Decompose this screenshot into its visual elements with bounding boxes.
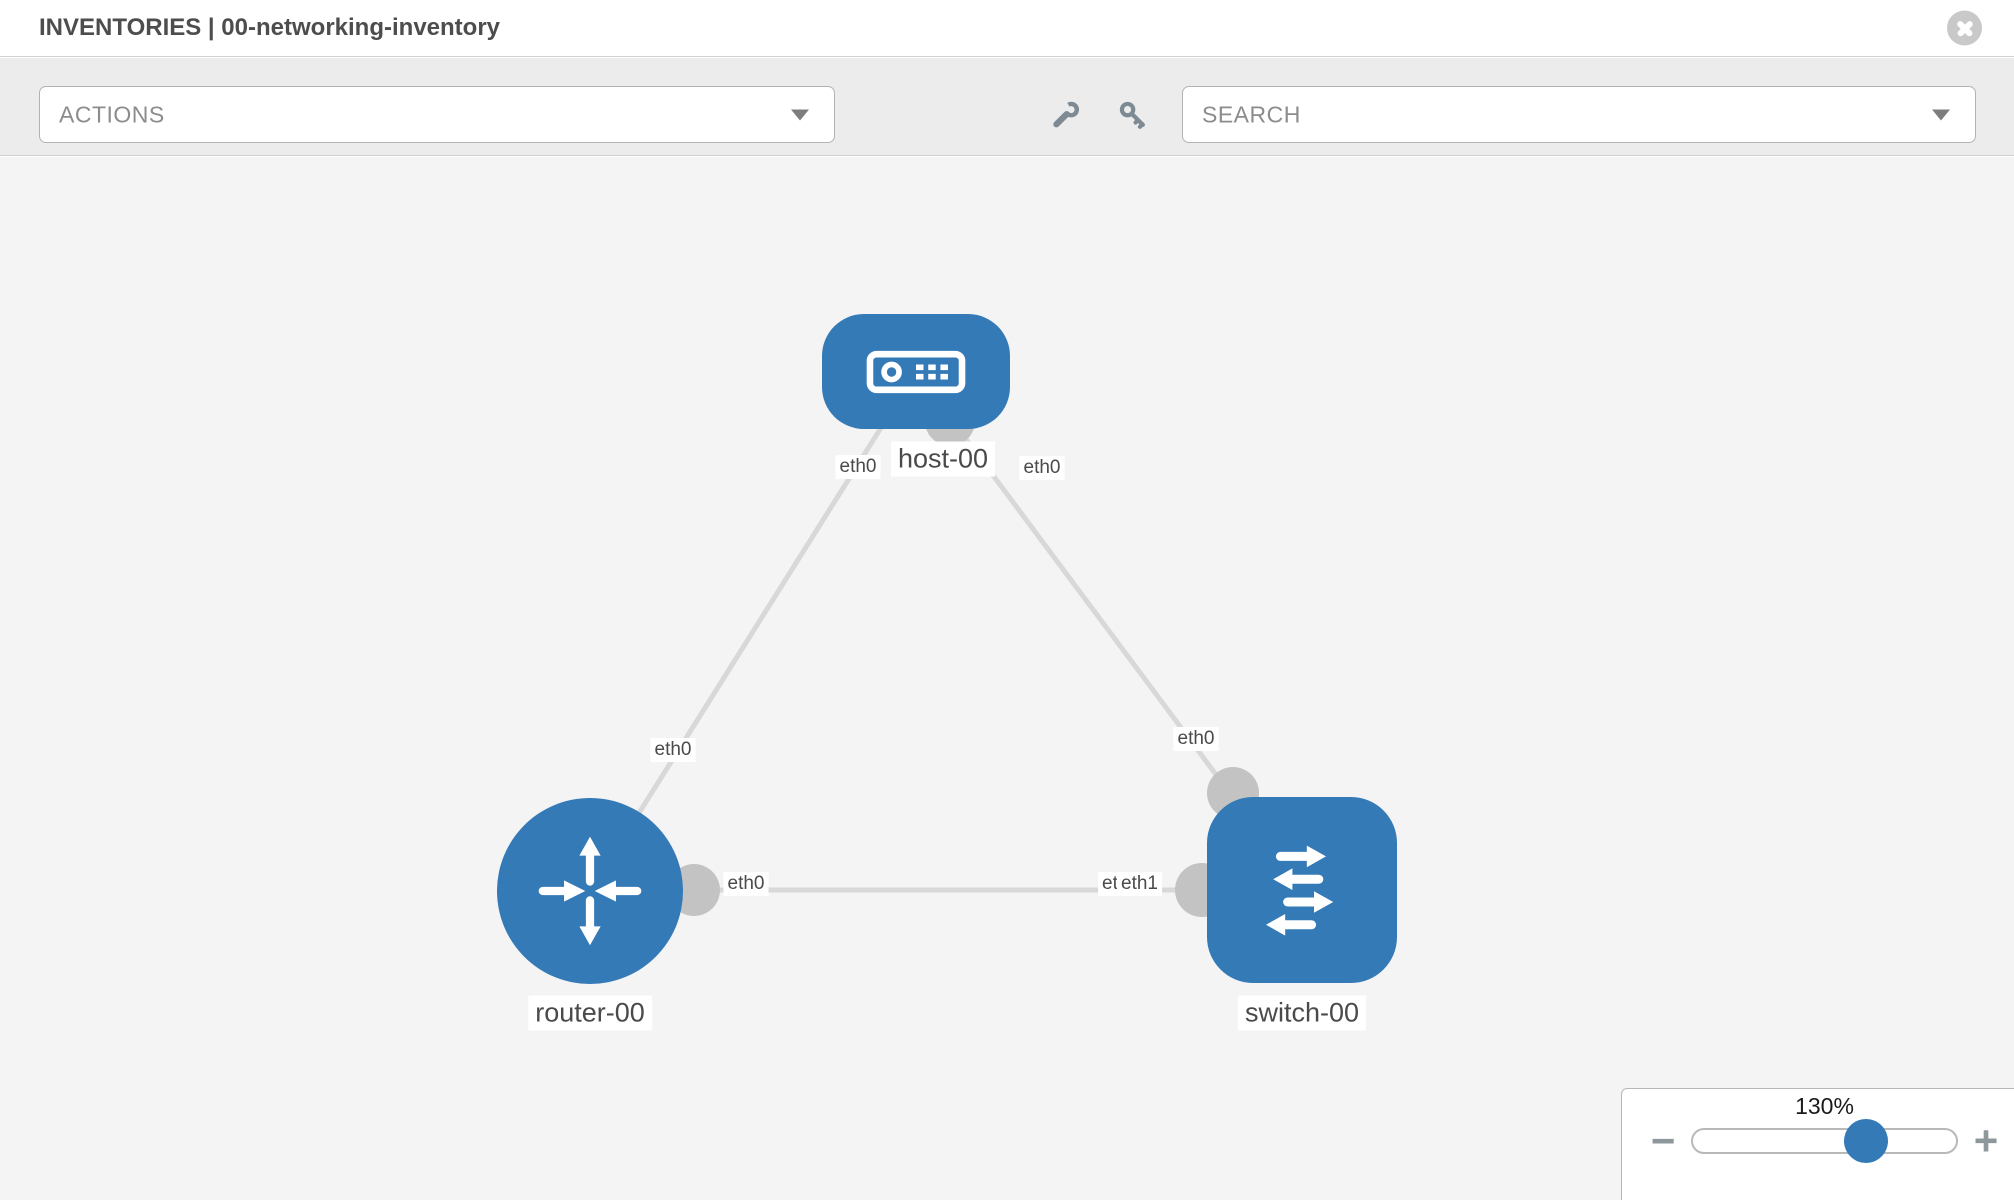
search-dropdown-label: SEARCH <box>1202 101 1301 127</box>
port-label-eth0: eth0 <box>1019 456 1065 480</box>
node-label-switch-00: switch-00 <box>1237 995 1367 1031</box>
topology-canvas[interactable]: host-00 router-00 switch-00 eth0 eth0 et… <box>0 157 2014 1200</box>
host-icon <box>866 350 966 393</box>
search-dropdown[interactable]: SEARCH <box>1182 86 1976 143</box>
wrench-icon <box>1053 101 1080 128</box>
zoom-in-button[interactable]: + <box>1973 1117 1999 1164</box>
topology-links-layer <box>587 370 1305 917</box>
toolbar: ACTIONS SEARCH <box>0 58 2014 156</box>
key-icon <box>1119 101 1145 129</box>
switch-icon <box>1266 845 1334 936</box>
zoom-slider[interactable] <box>1691 1119 1958 1163</box>
actions-dropdown[interactable]: ACTIONS <box>39 86 835 143</box>
port-label-eth0: eth0 <box>835 455 881 479</box>
zoom-slider-thumb[interactable] <box>1844 1119 1888 1163</box>
port-label-eth0: eth0 <box>723 872 769 896</box>
node-label-host-00: host-00 <box>890 441 996 477</box>
router-icon <box>538 836 642 946</box>
zoom-panel: 130% − + <box>1621 1088 2014 1200</box>
port-label-eth0: eth0 <box>1173 727 1219 751</box>
key-button[interactable] <box>1117 99 1149 131</box>
node-router-00[interactable] <box>497 798 683 984</box>
page-title: INVENTORIES | 00-networking-inventory <box>39 14 501 41</box>
port-label-eth0: eth0 <box>650 738 696 762</box>
actions-dropdown-label: ACTIONS <box>59 101 165 127</box>
zoom-out-button[interactable]: − <box>1650 1117 1676 1164</box>
port-label-eth1: eth1 <box>1117 872 1162 896</box>
zoom-percentage: 130% <box>1795 1093 1854 1119</box>
chevron-down-icon <box>791 109 809 120</box>
node-label-router-00: router-00 <box>528 995 652 1031</box>
close-button[interactable] <box>1947 10 1982 46</box>
chevron-down-icon <box>1932 109 1950 120</box>
header: INVENTORIES | 00-networking-inventory <box>0 0 2014 57</box>
wrench-button[interactable] <box>1050 99 1082 131</box>
node-host-00[interactable] <box>822 314 1010 429</box>
node-switch-00[interactable] <box>1207 797 1397 983</box>
